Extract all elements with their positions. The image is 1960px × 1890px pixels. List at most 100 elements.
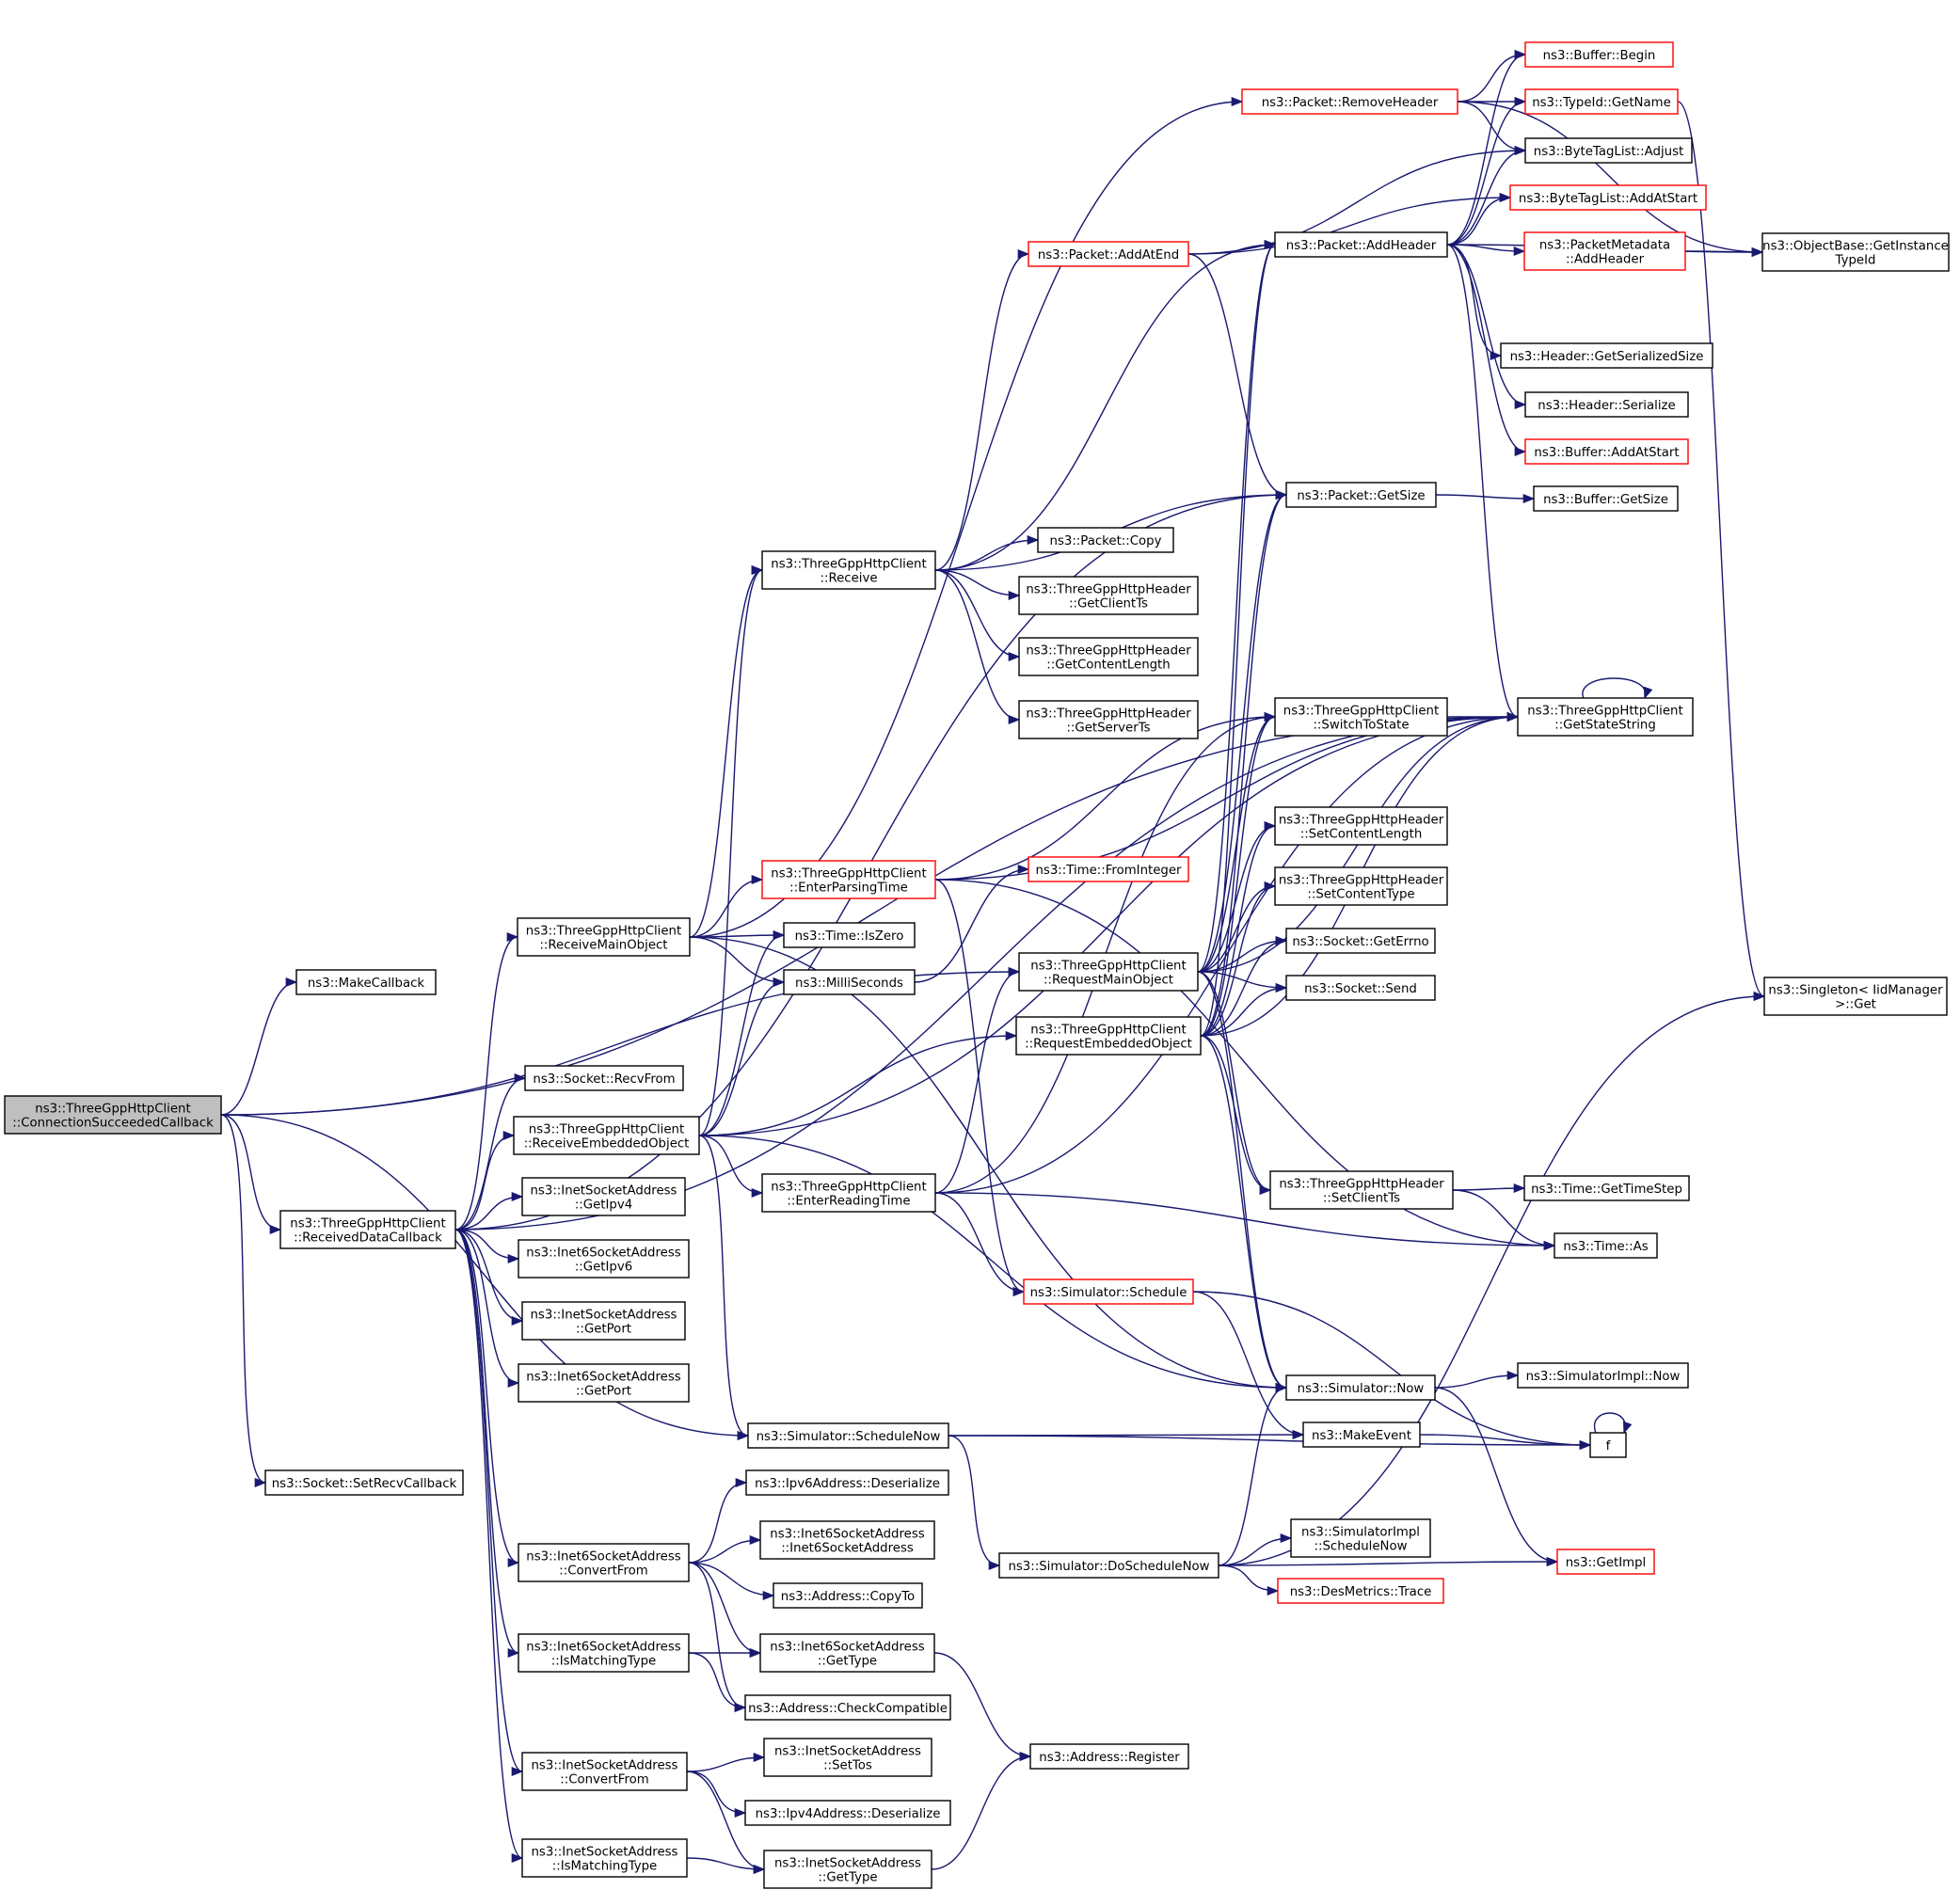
node-label-line: ::GetIpv6: [575, 1261, 632, 1275]
node-inet6ctor[interactable]: ns3::Inet6SocketAddress::Inet6SocketAddr…: [759, 1520, 935, 1560]
node-receive[interactable]: ns3::ThreeGppHttpClient::Receive: [761, 550, 936, 590]
node-adjust[interactable]: ns3::ByteTagList::Adjust: [1524, 137, 1693, 164]
node-rqeo[interactable]: ns3::ThreeGppHttpClient::RequestEmbedded…: [1015, 1016, 1202, 1056]
node-getserverts[interactable]: ns3::ThreeGppHttpHeader::GetServerTs: [1018, 700, 1199, 739]
node-iszero[interactable]: ns3::Time::IsZero: [783, 922, 916, 948]
node-label-line: ns3::Ipv4Address::Deserialize: [756, 1807, 941, 1821]
node-root[interactable]: ns3::ThreeGppHttpClient::ConnectionSucce…: [4, 1095, 222, 1135]
edge-reo-to-simnow: [698, 1135, 1288, 1393]
node-frominteger[interactable]: ns3::Time::FromInteger: [1028, 856, 1189, 882]
node-copyto[interactable]: ns3::Address::CopyTo: [773, 1582, 923, 1609]
edge-f-to-f: [1593, 1412, 1633, 1435]
node-makecb[interactable]: ns3::MakeCallback: [295, 969, 437, 995]
node-getimpl[interactable]: ns3::GetImpl: [1556, 1549, 1655, 1575]
node-ept[interactable]: ns3::ThreeGppHttpClient::EnterParsingTim…: [761, 860, 936, 899]
node-setcontenttype[interactable]: ns3::ThreeGppHttpHeader::SetContentType: [1274, 866, 1448, 906]
node-setrecv[interactable]: ns3::Socket::SetRecvCallback: [264, 1469, 464, 1496]
node-schedule[interactable]: ns3::Simulator::Schedule: [1023, 1279, 1194, 1305]
node-box: [521, 1177, 686, 1216]
node-reo[interactable]: ns3::ThreeGppHttpClient::ReceiveEmbedded…: [513, 1116, 700, 1155]
node-simnow[interactable]: ns3::Simulator::Now: [1285, 1374, 1436, 1401]
node-simimpl_schednow[interactable]: ns3::SimulatorImpl::ScheduleNow: [1290, 1518, 1431, 1558]
node-pm_addheader[interactable]: ns3::PacketMetadata::AddHeader: [1523, 231, 1686, 271]
node-getcontentlength[interactable]: ns3::ThreeGppHttpHeader::GetContentLengt…: [1018, 637, 1199, 676]
node-rmo[interactable]: ns3::ThreeGppHttpClient::ReceiveMainObje…: [517, 917, 691, 957]
node-inet_ismatch[interactable]: ns3::InetSocketAddress::IsMatchingType: [521, 1838, 688, 1878]
node-trace[interactable]: ns3::DesMetrics::Trace: [1277, 1578, 1444, 1604]
node-label-line: ns3::Time::GetTimeStep: [1531, 1183, 1682, 1197]
node-begin[interactable]: ns3::Buffer::Begin: [1524, 41, 1674, 68]
node-register[interactable]: ns3::Address::Register: [1029, 1743, 1189, 1770]
node-inet6_convert[interactable]: ns3::Inet6SocketAddress::ConvertFrom: [518, 1543, 690, 1582]
node-ipv4deser[interactable]: ns3::Ipv4Address::Deserialize: [744, 1800, 951, 1826]
node-switchtostate[interactable]: ns3::ThreeGppHttpClient::SwitchToState: [1274, 697, 1448, 737]
node-simimpl_now[interactable]: ns3::SimulatorImpl::Now: [1517, 1362, 1689, 1389]
node-removeheader[interactable]: ns3::Packet::RemoveHeader: [1241, 88, 1458, 115]
node-f[interactable]: f: [1589, 1432, 1627, 1458]
node-recvfrom[interactable]: ns3::Socket::RecvFrom: [524, 1065, 684, 1091]
node-ipv6deser[interactable]: ns3::Ipv6Address::Deserialize: [745, 1469, 949, 1496]
node-inet_getipv4[interactable]: ns3::InetSocketAddress::GetIpv4: [521, 1177, 686, 1216]
node-buf_getsize[interactable]: ns3::Buffer::GetSize: [1533, 485, 1679, 512]
node-label-line: ns3::Packet::Copy: [1050, 534, 1162, 548]
edge-inet_convert-to-settos: [686, 1752, 766, 1772]
edge-receive-to-getcontentlength: [934, 569, 1021, 662]
edge-rqmo-to-getsize: [1197, 490, 1288, 973]
edge-inet6_convert-to-checkcompat: [688, 1562, 747, 1712]
node-gettimestep[interactable]: ns3::Time::GetTimeStep: [1523, 1175, 1690, 1201]
edge-rmo-to-removeheader: [689, 96, 1244, 938]
node-geterrno[interactable]: ns3::Socket::GetErrno: [1285, 928, 1436, 954]
node-label-line: ::IsMatchingType: [552, 1860, 657, 1874]
node-addatend[interactable]: ns3::Packet::AddAtEnd: [1028, 241, 1189, 267]
edge-rmo-to-ept: [689, 874, 764, 938]
node-getserializedsize[interactable]: ns3::Header::GetSerializedSize: [1500, 342, 1713, 369]
edge-addheader-to-serialize: [1446, 244, 1527, 409]
node-inet6_ismatch[interactable]: ns3::Inet6SocketAddress::IsMatchingType: [518, 1633, 690, 1673]
node-addatstart_btl[interactable]: ns3::ByteTagList::AddAtStart: [1509, 184, 1707, 211]
node-checkcompat[interactable]: ns3::Address::CheckCompatible: [744, 1694, 951, 1721]
node-serialize[interactable]: ns3::Header::Serialize: [1524, 391, 1689, 418]
node-getsize[interactable]: ns3::Packet::GetSize: [1285, 482, 1437, 508]
node-box: [4, 1095, 222, 1135]
node-copy[interactable]: ns3::Packet::Copy: [1037, 527, 1174, 553]
node-settos[interactable]: ns3::InetSocketAddress::SetTos: [763, 1738, 932, 1777]
edge-rdc-to-inet6_ismatch: [454, 1229, 520, 1658]
edge-schedule-to-f: [1192, 1291, 1592, 1451]
node-ert[interactable]: ns3::ThreeGppHttpClient::EnterReadingTim…: [761, 1173, 936, 1213]
node-setcontentlength[interactable]: ns3::ThreeGppHttpHeader::SetContentLengt…: [1274, 806, 1448, 846]
node-inet6_getport[interactable]: ns3::Inet6SocketAddress::GetPort: [518, 1363, 690, 1403]
node-box: [518, 1363, 690, 1403]
edge-rqeo-to-setclientts: [1200, 1035, 1272, 1195]
node-setclientts[interactable]: ns3::ThreeGppHttpHeader::SetClientTs: [1269, 1170, 1454, 1210]
node-box: [518, 1543, 690, 1582]
node-buf_addatstart[interactable]: ns3::Buffer::AddAtStart: [1524, 438, 1689, 465]
node-millis[interactable]: ns3::MilliSeconds: [783, 969, 916, 995]
node-inet_gettype[interactable]: ns3::InetSocketAddress::GetType: [763, 1850, 932, 1889]
node-label-line: ns3::InetSocketAddress: [532, 1759, 678, 1773]
node-inet6_gettype[interactable]: ns3::Inet6SocketAddress::GetType: [759, 1633, 935, 1673]
node-box: [279, 1210, 456, 1249]
node-getname[interactable]: ns3::TypeId::GetName: [1524, 88, 1679, 115]
node-getstatestring[interactable]: ns3::ThreeGppHttpClient::GetStateString: [1517, 697, 1694, 737]
node-label-line: ns3::PacketMetadata: [1539, 239, 1670, 253]
node-label-line: ns3::ThreeGppHttpClient: [1283, 705, 1439, 719]
node-label-line: ns3::Time::IsZero: [795, 929, 904, 944]
node-label-line: ns3::InetSocketAddress: [774, 1745, 921, 1759]
node-box: [761, 860, 936, 899]
node-makeevent[interactable]: ns3::MakeEvent: [1302, 1421, 1421, 1448]
node-inet_getport[interactable]: ns3::InetSocketAddress::GetPort: [521, 1301, 686, 1341]
node-getclientts[interactable]: ns3::ThreeGppHttpHeader::GetClientTs: [1018, 576, 1199, 615]
node-inet_convert[interactable]: ns3::InetSocketAddress::ConvertFrom: [521, 1752, 688, 1791]
edge-removeheader-to-begin: [1457, 49, 1527, 103]
edge-ert-to-rqmo: [934, 967, 1021, 1194]
node-singleton_get[interactable]: ns3::Singleton< IidManager >::Get: [1763, 977, 1948, 1016]
node-inet6_getipv6[interactable]: ns3::Inet6SocketAddress::GetIpv6: [518, 1239, 690, 1279]
node-doschednow[interactable]: ns3::Simulator::DoScheduleNow: [998, 1552, 1219, 1579]
node-schednow[interactable]: ns3::Simulator::ScheduleNow: [747, 1422, 949, 1449]
node-rqmo[interactable]: ns3::ThreeGppHttpClient::RequestMainObje…: [1018, 952, 1199, 992]
node-send[interactable]: ns3::Socket::Send: [1285, 975, 1436, 1001]
node-rdc[interactable]: ns3::ThreeGppHttpClient::ReceivedDataCal…: [279, 1210, 456, 1249]
node-addheader[interactable]: ns3::Packet::AddHeader: [1274, 231, 1448, 258]
node-as[interactable]: ns3::Time::As: [1554, 1232, 1658, 1259]
